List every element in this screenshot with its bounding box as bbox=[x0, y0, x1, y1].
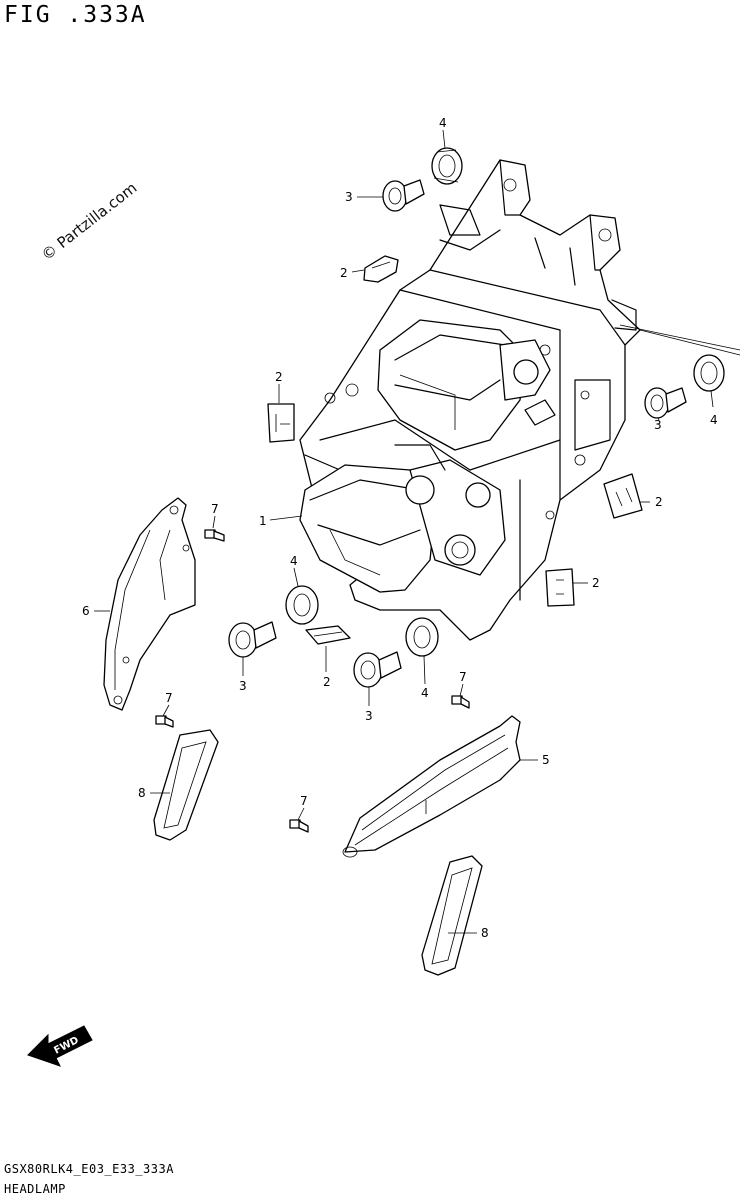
callout-2: 2 bbox=[323, 675, 331, 689]
bolt-c bbox=[155, 715, 174, 728]
fwd-arrow-icon: FWD bbox=[27, 1025, 93, 1067]
callout-6: 6 bbox=[82, 604, 90, 618]
callout-2: 2 bbox=[655, 495, 663, 509]
upper-headlamp-unit bbox=[377, 319, 556, 451]
lens-strip-right bbox=[421, 855, 483, 976]
position-lamp bbox=[342, 715, 521, 858]
callout-2: 2 bbox=[340, 266, 348, 280]
callout-3: 3 bbox=[345, 190, 353, 204]
callout-5: 5 bbox=[542, 753, 550, 767]
model-code: GSX80RLK4_E03_E33_333A bbox=[4, 1162, 174, 1176]
grommet-lower bbox=[405, 617, 439, 657]
screw-upper bbox=[382, 179, 425, 212]
bolt-a bbox=[204, 529, 225, 542]
callout-1: 1 bbox=[259, 514, 267, 528]
callout-4: 4 bbox=[710, 413, 718, 427]
cushion-right-upper bbox=[603, 473, 643, 519]
callout-3: 3 bbox=[365, 709, 373, 723]
bolt-d bbox=[289, 819, 309, 833]
grommet-upper bbox=[431, 147, 463, 185]
lens-strip-left bbox=[153, 729, 219, 841]
callout-3: 3 bbox=[654, 418, 662, 432]
side-bracket bbox=[103, 497, 196, 711]
callout-2: 2 bbox=[592, 576, 600, 590]
cushion-left bbox=[267, 403, 295, 443]
screw-lower bbox=[353, 651, 402, 688]
callout-4: 4 bbox=[421, 686, 429, 700]
callout-7: 7 bbox=[459, 670, 467, 684]
callout-8: 8 bbox=[138, 786, 146, 800]
callout-3: 3 bbox=[239, 679, 247, 693]
section-name: HEADLAMP bbox=[4, 1182, 66, 1196]
callout-8: 8 bbox=[481, 926, 489, 940]
grommet-left bbox=[285, 585, 319, 625]
lower-headlamp-unit bbox=[299, 444, 506, 593]
callout-7: 7 bbox=[211, 502, 219, 516]
callout-labels: 1 2 2 2 2 2 3 3 3 3 4 4 4 4 5 6 7 7 7 7 … bbox=[82, 116, 718, 940]
cushion-lower bbox=[305, 625, 351, 645]
grommet-right bbox=[693, 354, 725, 392]
figure-title: FIG .333A bbox=[4, 2, 147, 28]
screw-left bbox=[228, 621, 277, 658]
cushion-upper bbox=[363, 255, 399, 283]
callout-4: 4 bbox=[439, 116, 447, 130]
cushion-right-lower bbox=[545, 568, 575, 607]
callout-7: 7 bbox=[165, 691, 173, 705]
callout-7: 7 bbox=[300, 794, 308, 808]
screw-right bbox=[644, 387, 687, 419]
leader-lines bbox=[94, 129, 714, 934]
callout-4: 4 bbox=[290, 554, 298, 568]
bolt-b bbox=[451, 695, 470, 709]
callout-2: 2 bbox=[275, 370, 283, 384]
